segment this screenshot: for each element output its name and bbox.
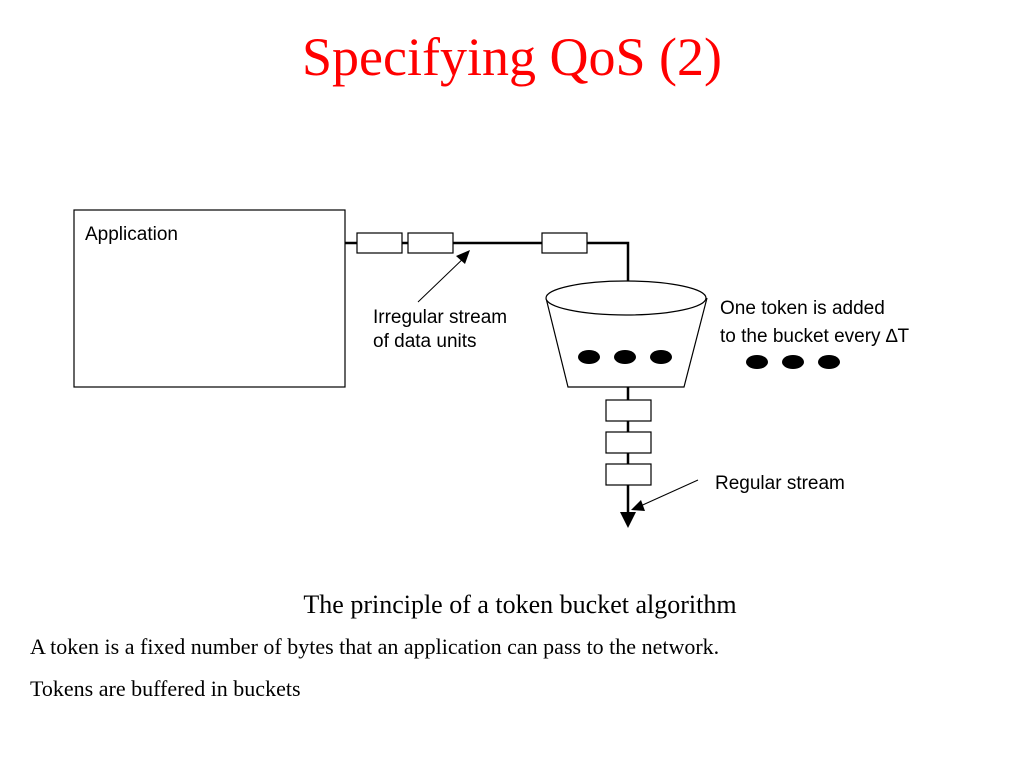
bucket — [545, 297, 708, 388]
bucket-rim — [545, 280, 707, 316]
irregular-callout-arrowhead — [456, 250, 470, 264]
body-text-line: Tokens are buffered in buckets — [30, 676, 301, 701]
diagram-caption: The principle of a token bucket algorith… — [303, 590, 737, 619]
data-unit — [407, 232, 454, 254]
data-unit — [605, 463, 652, 486]
token — [614, 350, 636, 364]
token — [578, 350, 600, 364]
body-text-line: A token is a fixed number of bytes that … — [30, 634, 720, 659]
token-interval-label: to the bucket every ∆T — [720, 326, 909, 347]
irregular-stream-label: Irregular stream — [373, 307, 507, 328]
token — [746, 355, 768, 369]
token — [818, 355, 840, 369]
data-unit — [605, 431, 652, 454]
irregular-stream-label-2: of data units — [373, 331, 477, 352]
token — [650, 350, 672, 364]
slide-title: Specifying QoS (2) — [302, 27, 722, 87]
irregular-callout-line — [417, 253, 469, 303]
data-unit — [605, 399, 652, 422]
token — [782, 355, 804, 369]
application-label: Application — [85, 224, 178, 245]
application-box — [73, 209, 346, 388]
data-unit — [541, 232, 588, 254]
regular-callout-arrowhead — [631, 500, 645, 511]
data-unit — [356, 232, 403, 254]
regular-stream-label: Regular stream — [715, 473, 845, 494]
regular-callout-line — [635, 479, 699, 509]
token-added-label: One token is added — [720, 298, 885, 319]
output-arrowhead — [620, 512, 636, 528]
